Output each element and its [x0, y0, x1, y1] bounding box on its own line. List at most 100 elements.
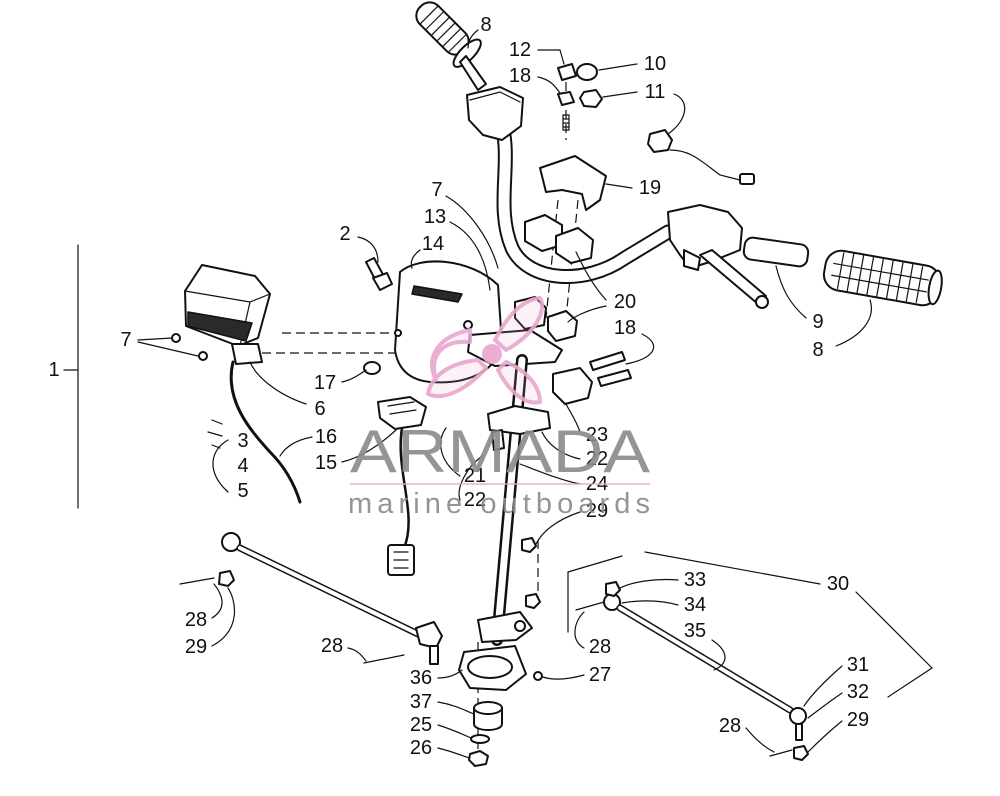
brake-lever — [699, 249, 767, 305]
bracket-screw — [171, 333, 181, 343]
left-inner-rod-end — [415, 621, 443, 649]
callout-label: 32 — [847, 681, 869, 703]
grip-stub-tube — [459, 55, 487, 91]
callout-label: 33 — [684, 569, 706, 591]
callout-label: 28 — [589, 636, 611, 658]
callout-label: 11 — [645, 81, 666, 103]
leader-line — [535, 511, 581, 545]
callout-label: 27 — [589, 664, 611, 686]
watermark-brand: ARMADA — [350, 418, 650, 485]
leader-line — [625, 333, 655, 365]
kill-switch-wire — [669, 149, 741, 181]
pod-logo — [411, 285, 463, 303]
column-nut — [521, 537, 537, 553]
propeller-logo — [426, 296, 544, 405]
leader-line — [341, 369, 367, 383]
propeller-swirl — [430, 328, 472, 382]
left-control-housing — [466, 86, 524, 141]
meter-bracket — [231, 343, 263, 365]
leader-line — [137, 341, 199, 357]
callout-label: 22 — [464, 489, 486, 511]
pod-bolt-head — [372, 272, 393, 291]
lock-nut — [468, 750, 489, 767]
leader-line — [212, 439, 229, 493]
cotter-pin — [363, 654, 405, 664]
leader-line — [537, 49, 565, 65]
callout-label: 3 — [237, 430, 248, 452]
steering-arm — [487, 405, 551, 435]
callout-label: 14 — [422, 233, 444, 255]
leader-line — [437, 747, 470, 759]
leader-line — [449, 221, 491, 291]
upper-clamp-right — [555, 227, 594, 264]
arm-pivot — [514, 620, 526, 632]
propeller-blade — [493, 296, 544, 352]
right-inner-grip-body — [742, 236, 810, 268]
grip-flange — [452, 38, 482, 68]
speedometer-cable — [229, 360, 302, 504]
callout-label: 26 — [410, 737, 432, 759]
callout-label: 22 — [586, 448, 608, 470]
end-cap — [576, 63, 598, 81]
leader-line — [467, 29, 479, 49]
leader-line — [279, 436, 313, 457]
assembly-1-bracket — [63, 244, 79, 509]
callout-label: 28 — [185, 609, 207, 631]
cable-screw — [207, 419, 223, 449]
callout-label: 1 — [48, 359, 59, 381]
leader-line — [357, 236, 379, 263]
leader-line — [541, 431, 581, 460]
switch-wire — [399, 426, 410, 550]
pod-screw — [394, 329, 402, 337]
left-tie-rod-end — [221, 532, 241, 552]
left-grip — [415, 1, 482, 68]
bearing-ring — [467, 655, 513, 679]
callout-label: 20 — [614, 291, 636, 313]
ignition-switch — [377, 396, 427, 430]
callout-label: 28 — [719, 715, 741, 737]
leader-line — [249, 361, 307, 405]
handlebar — [492, 110, 676, 284]
leader-line — [803, 665, 843, 707]
leader-line — [519, 463, 581, 485]
callout-label: 7 — [120, 329, 131, 351]
grip-knurl — [419, 5, 468, 54]
leader-line — [807, 720, 843, 753]
callout-label: 23 — [586, 424, 608, 446]
leader-line — [211, 583, 223, 619]
callout-label: 34 — [684, 594, 706, 616]
housing-detail — [469, 91, 521, 103]
callout-label: 18 — [614, 317, 636, 339]
callout-label: 9 — [812, 311, 823, 333]
callout-label: 12 — [509, 39, 531, 61]
column-nut — [525, 593, 541, 609]
assembly-33-bracket — [567, 555, 623, 633]
leader-line — [602, 91, 638, 98]
right-tie-rod-inner — [618, 606, 792, 712]
leader-line — [437, 701, 475, 715]
castle-nut — [218, 570, 235, 587]
leader-line — [410, 249, 421, 269]
propeller-blade — [496, 360, 542, 405]
watermark-tagline: marine outboards — [348, 488, 650, 520]
leader-line — [537, 76, 561, 94]
clamp-screw — [557, 63, 577, 81]
leader-line — [574, 611, 585, 649]
leader-line — [565, 403, 581, 433]
leader-line — [807, 692, 843, 719]
callout-label: 18 — [509, 65, 531, 87]
callout-label: 30 — [827, 573, 849, 595]
flange-screw — [533, 671, 543, 681]
right-tie-rod-end-inner — [789, 707, 807, 725]
leader-line — [137, 337, 173, 341]
leader-line — [775, 265, 807, 319]
leader-line — [445, 195, 499, 269]
leader-line — [347, 647, 367, 662]
leader-line — [605, 183, 633, 189]
rubber-washer — [363, 361, 381, 375]
callout-label: 31 — [847, 654, 869, 676]
callout-label: 35 — [684, 620, 706, 642]
callout-label: 37 — [410, 691, 432, 713]
grip-end-cap — [927, 269, 943, 306]
